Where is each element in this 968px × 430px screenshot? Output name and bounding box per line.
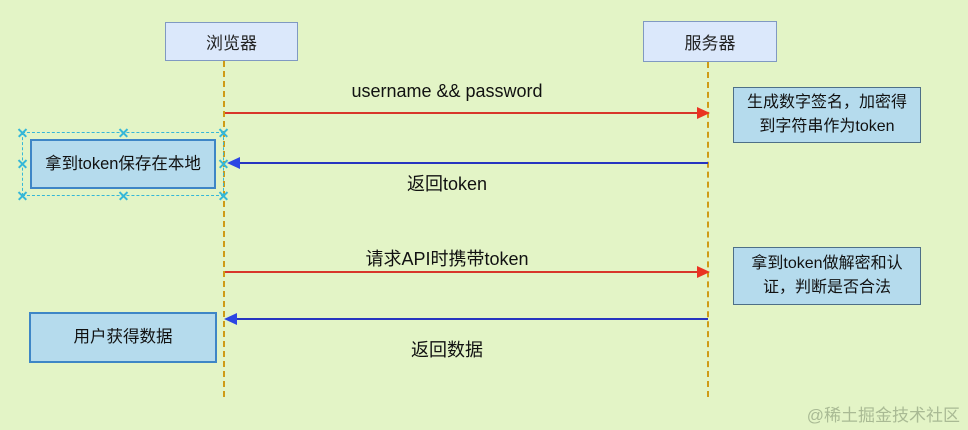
- message-label-username-password[interactable]: username && password: [351, 81, 543, 101]
- arrow-return-token[interactable]: [227, 157, 708, 169]
- lifeline-server[interactable]: [707, 62, 709, 397]
- note-user-gets-data[interactable]: 用户获得数据: [29, 312, 217, 363]
- arrow-line: [240, 162, 708, 164]
- note-generate-signature-token[interactable]: 生成数字签名，加密得到字符串作为token: [733, 87, 921, 143]
- selection-handle-icon[interactable]: [119, 128, 128, 137]
- arrowhead-right-icon: [697, 107, 710, 119]
- selection-handle-icon[interactable]: [18, 128, 27, 137]
- arrow-line: [225, 271, 699, 273]
- note-decrypt-verify-token[interactable]: 拿到token做解密和认证，判断是否合法: [733, 247, 921, 305]
- actor-server-label: 服务器: [684, 34, 736, 53]
- actor-browser-label: 浏览器: [206, 34, 257, 53]
- actor-browser[interactable]: 浏览器: [165, 22, 298, 61]
- arrow-username-password[interactable]: [225, 107, 710, 119]
- note-label: 拿到token保存在本地: [45, 154, 201, 173]
- lifeline-browser[interactable]: [223, 61, 225, 397]
- arrowhead-left-icon: [224, 313, 237, 325]
- note-label: 生成数字签名，加密得到字符串作为token: [746, 94, 907, 135]
- watermark: @稀土掘金技术社区: [806, 406, 960, 425]
- message-label-request-api-with-token[interactable]: 请求API时携带token: [365, 249, 529, 269]
- selection-handle-icon[interactable]: [219, 191, 228, 200]
- arrow-line: [237, 318, 708, 320]
- selection-handle-icon[interactable]: [219, 160, 228, 169]
- selection-outline: [22, 132, 224, 196]
- note-label: 拿到token做解密和认证，判断是否合法: [751, 255, 903, 296]
- arrow-return-data[interactable]: [224, 313, 708, 325]
- selection-handle-icon[interactable]: [119, 191, 128, 200]
- selection-handle-icon[interactable]: [18, 160, 27, 169]
- arrowhead-right-icon: [697, 266, 710, 278]
- note-label: 用户获得数据: [73, 328, 173, 347]
- actor-server[interactable]: 服务器: [643, 21, 777, 62]
- selection-handle-icon[interactable]: [219, 128, 228, 137]
- arrow-line: [225, 112, 699, 114]
- arrow-request-api-with-token[interactable]: [225, 266, 710, 278]
- message-label-return-data[interactable]: 返回数据: [411, 340, 483, 360]
- message-label-return-token[interactable]: 返回token: [406, 174, 488, 194]
- selection-handle-icon[interactable]: [18, 191, 27, 200]
- note-token-saved-locally[interactable]: 拿到token保存在本地: [30, 139, 216, 189]
- arrowhead-left-icon: [227, 157, 240, 169]
